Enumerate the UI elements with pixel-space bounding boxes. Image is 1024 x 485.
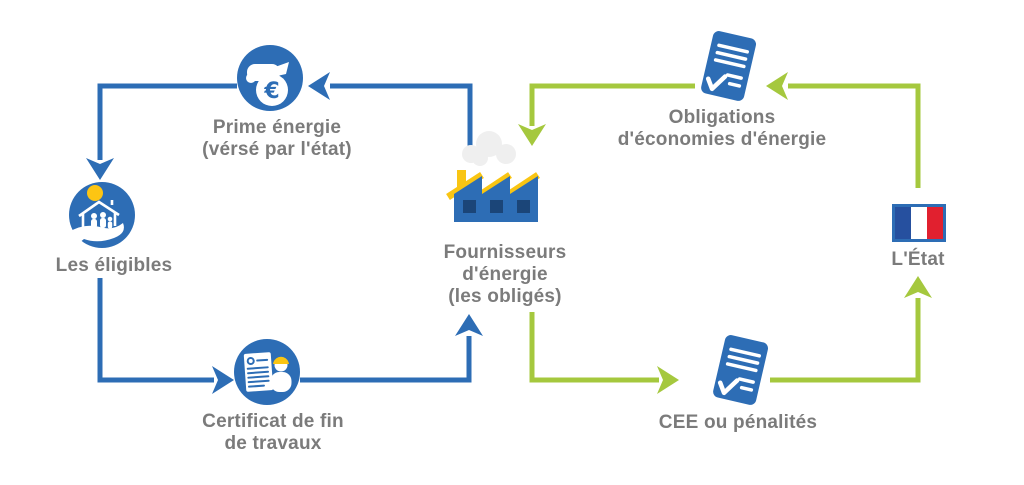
green-cycle-lines [529,83,921,383]
signed-document-icon [691,24,757,101]
etat-label: L'État [891,249,945,270]
house-in-hand-icon [65,182,135,253]
prime-energie-label: Prime énergie (vérsé par l'état) [202,117,352,160]
smoke-clouds [462,131,516,166]
blue-arrowheads [86,72,483,394]
hard-hat-icon [273,356,289,364]
pen-icon [691,24,714,76]
sun-icon [87,185,103,201]
certificate-worker-icon [234,339,300,405]
fournisseurs-label: Fournisseurs d'énergie (les obligés) [443,242,567,307]
les-eligibles-label: Les éligibles [55,255,173,276]
signed-document-icon [703,328,769,405]
certificate-document [243,352,274,392]
french-flag-icon [892,204,946,242]
obligations-label: Obligations d'économies d'énergie [617,107,827,150]
money-bag-euro-icon: € [237,45,303,111]
certificat-label: Certificat de fin de travaux [202,411,344,454]
blue-cycle-lines [97,83,473,383]
green-arrowheads [518,72,932,394]
factory-icon [446,131,540,222]
worker-figure [270,356,292,392]
open-hand [65,223,124,253]
svg-text:€: € [263,79,279,104]
pen-icon [703,328,726,380]
house-outline [78,200,120,228]
cee-label: CEE ou pénalités [658,412,818,433]
factory-building [446,170,540,222]
family-figures [91,212,113,229]
